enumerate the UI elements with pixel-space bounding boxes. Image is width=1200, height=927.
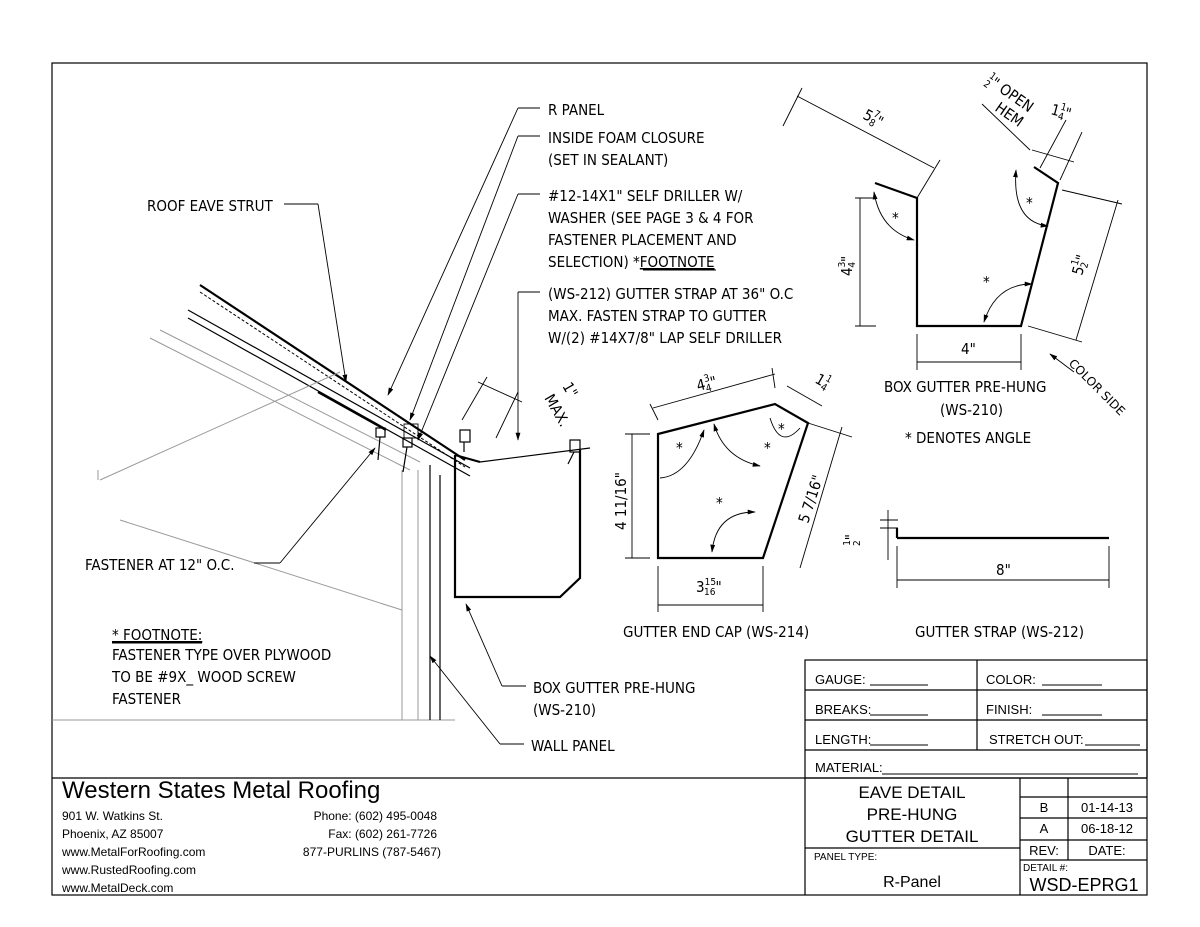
box-gutter-angle-mark: * <box>892 209 899 227</box>
company-address-1: 901 W. Watkins St. <box>62 809 163 823</box>
strap-height-dim: 12" <box>842 534 863 546</box>
rev-label: REV: <box>1029 843 1059 858</box>
box-gutter-label-2: (WS-210) <box>940 401 1003 419</box>
box-gutter-color-side: COLOR SIDE <box>1066 356 1128 418</box>
revision-letter: A <box>1040 821 1049 836</box>
footnote-line-3: FASTENER <box>112 690 181 708</box>
company-web-1: www.MetalForRoofing.com <box>61 845 205 859</box>
box-gutter-left-dim: 434" <box>837 256 858 276</box>
end-cap-angle-mark: * <box>778 420 785 438</box>
callout-self-driller-3: FASTENER PLACEMENT AND <box>548 231 737 249</box>
box-gutter-hem-width-dim: 114" <box>1048 100 1073 126</box>
panel-type-value: R-Panel <box>883 874 941 891</box>
fastener-icon <box>567 439 581 465</box>
callout-r-panel: R PANEL <box>548 101 605 119</box>
end-cap-right-dim: 5 7/16" <box>795 473 827 526</box>
spec-stretch-out-label: STRETCH OUT: <box>989 732 1084 747</box>
box-gutter-profile-drawing <box>782 87 1123 373</box>
callout-self-driller-2: WASHER (SEE PAGE 3 & 4 FOR <box>548 209 754 227</box>
dim-one-inch: 1" <box>559 379 582 401</box>
end-cap-angle-mark: * <box>764 439 771 457</box>
callout-inside-foam-2: (SET IN SEALANT) <box>548 151 668 169</box>
fastener-icon <box>402 437 413 473</box>
spec-material-label: MATERIAL: <box>815 760 883 775</box>
callout-roof-eave-strut: ROOF EAVE STRUT <box>147 197 274 215</box>
strap-label: GUTTER STRAP (WS-212) <box>915 623 1084 641</box>
spec-gauge-label: GAUGE: <box>815 672 866 687</box>
box-gutter-angle-mark: * <box>1026 194 1033 212</box>
fastener-icon <box>375 427 386 461</box>
detail-number-label: DETAIL #: <box>1023 863 1068 874</box>
callout-box-gutter: BOX GUTTER PRE-HUNG <box>533 679 695 697</box>
end-cap-label: GUTTER END CAP (WS-214) <box>623 623 809 641</box>
callout-wall-panel: WALL PANEL <box>531 737 615 755</box>
callout-gutter-strap-2: MAX. FASTEN STRAP TO GUTTER <box>548 307 767 325</box>
title-line-1: EAVE DETAIL <box>858 783 965 802</box>
end-cap-top-dim: 434" <box>694 372 719 397</box>
detail-number: WSD-EPRG1 <box>1029 875 1138 895</box>
callout-gutter-strap-3: W/(2) #14X7/8" LAP SELF DRILLER <box>548 329 782 347</box>
box-gutter-label: BOX GUTTER PRE-HUNG <box>884 378 1046 396</box>
denotes-angle-note: * DENOTES ANGLE <box>905 429 1031 447</box>
spec-length-label: LENGTH: <box>815 732 871 747</box>
footnote-line-2: TO BE #9X_ WOOD SCREW <box>111 668 296 687</box>
title-block-grid <box>52 777 1147 895</box>
footnote-line-1: FASTENER TYPE OVER PLYWOOD <box>112 646 331 664</box>
callout-self-driller-4: SELECTION) *FOOTNOTE <box>548 253 715 271</box>
title-line-3: GUTTER DETAIL <box>846 827 979 846</box>
box-gutter-right-dim: 512" <box>1068 253 1094 278</box>
sheet-border <box>51 62 1148 896</box>
company-web-3: www.MetalDeck.com <box>61 881 173 895</box>
box-gutter-angle-mark: * <box>983 273 990 291</box>
callout-leaders <box>254 107 540 745</box>
fastener-icon <box>459 429 471 452</box>
footnote-title: * FOOTNOTE: <box>112 626 202 644</box>
callout-self-driller: #12-14X1" SELF DRILLER W/ <box>548 187 743 205</box>
end-cap-angle-mark: * <box>676 439 683 457</box>
title-line-2: PRE-HUNG <box>867 805 958 824</box>
end-cap-top-right-dim: 114 <box>811 369 834 394</box>
company-name: Western States Metal Roofing <box>62 777 380 804</box>
eave-assembly <box>52 284 591 721</box>
company-phone: Phone: (602) 495-0048 <box>314 809 438 823</box>
spec-breaks-label: BREAKS: <box>815 702 871 717</box>
company-web-2: www.RustedRoofing.com <box>61 863 196 877</box>
end-cap-angle-mark: * <box>716 494 723 512</box>
gutter-strap-drawing <box>880 510 1110 588</box>
spec-color-label: COLOR: <box>986 672 1036 687</box>
panel-type-label: PANEL TYPE: <box>814 852 877 863</box>
box-gutter-bottom-dim: 4" <box>961 340 976 358</box>
callout-fastener-12: FASTENER AT 12" O.C. <box>85 556 234 574</box>
box-gutter-top-dim: 578" <box>859 105 887 133</box>
company-fax: Fax: (602) 261-7726 <box>328 827 437 841</box>
company-purlins: 877-PURLINS (787-5467) <box>303 845 441 859</box>
revision-date: 01-14-13 <box>1081 800 1133 815</box>
callout-box-gutter-2: (WS-210) <box>533 701 596 719</box>
date-label: DATE: <box>1088 843 1125 858</box>
revision-date: 06-18-12 <box>1081 821 1133 836</box>
revision-letter: B <box>1040 800 1049 815</box>
callout-inside-foam: INSIDE FOAM CLOSURE <box>548 129 704 147</box>
company-address-2: Phoenix, AZ 85007 <box>62 827 164 841</box>
callout-gutter-strap: (WS-212) GUTTER STRAP AT 36" O.C <box>548 285 793 303</box>
end-cap-left-dim: 4 11/16" <box>612 472 630 530</box>
spec-finish-label: FINISH: <box>986 702 1032 717</box>
strap-length-dim: 8" <box>996 561 1011 579</box>
gutter-end-cap-drawing <box>625 367 853 612</box>
